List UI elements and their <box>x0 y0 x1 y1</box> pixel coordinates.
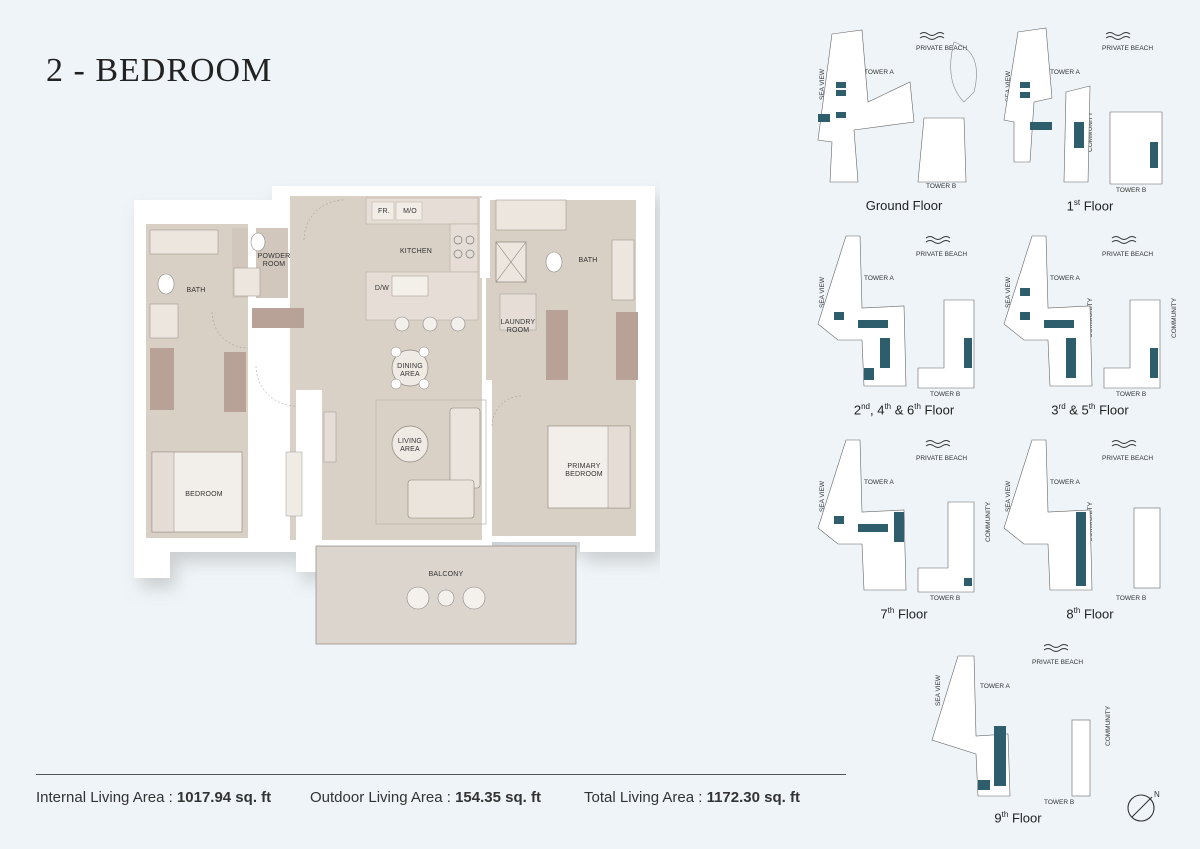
svg-text:TOWER A: TOWER A <box>864 479 895 486</box>
svg-text:PRIVATE BEACH: PRIVATE BEACH <box>1102 455 1153 462</box>
label-laundry-2: ROOM <box>507 327 530 334</box>
floor-plan: BEDROOM BATH POWDER ROOM KITCHEN FR. M/O… <box>134 186 655 645</box>
svg-text:COMMUNITY: COMMUNITY <box>1105 705 1112 746</box>
keyplan-3rd-5th-floor: PRIVATE BEACH TOWER A TOWER B SEA VIEW C… <box>1003 235 1178 398</box>
outdoor-area: Outdoor Living Area : 154.35 sq. ft <box>310 789 541 806</box>
label-bedroom: BEDROOM <box>185 491 223 498</box>
svg-text:TOWER A: TOWER A <box>864 275 895 282</box>
svg-text:PRIVATE BEACH: PRIVATE BEACH <box>916 251 967 258</box>
svg-text:TOWER A: TOWER A <box>1050 275 1081 282</box>
svg-text:TOWER A: TOWER A <box>1050 479 1081 486</box>
keyplan-9th-floor: PRIVATE BEACH TOWER A TOWER B SEA VIEW C… <box>931 644 1112 806</box>
label-dishwasher: D/W <box>375 285 389 292</box>
svg-text:SEA VIEW: SEA VIEW <box>935 674 942 706</box>
caption-1st-floor: 1st Floor <box>1066 198 1114 214</box>
label-dining-1: DINING <box>397 363 423 370</box>
svg-text:TOWER B: TOWER B <box>930 595 960 602</box>
svg-text:SEA VIEW: SEA VIEW <box>1005 70 1012 102</box>
keyplan-7th-floor: PRIVATE BEACH TOWER A TOWER B SEA VIEW C… <box>817 439 992 602</box>
caption-2nd-4th-6th-floor: 2nd, 4th & 6th Floor <box>853 402 955 418</box>
total-area: Total Living Area : 1172.30 sq. ft <box>584 789 800 806</box>
label-balcony: BALCONY <box>429 571 464 578</box>
label-powder-room-1: POWDER <box>258 253 291 260</box>
footer-divider <box>36 774 846 775</box>
sofa <box>449 407 481 489</box>
wave-icon <box>1105 32 1131 40</box>
svg-text:SEA VIEW: SEA VIEW <box>1005 276 1012 308</box>
label-dining-2: AREA <box>400 371 420 378</box>
wardrobe-left <box>150 348 174 410</box>
svg-text:TOWER A: TOWER A <box>980 683 1011 690</box>
wave-icon <box>925 236 951 244</box>
label-laundry-1: LAUNDRY <box>501 319 536 326</box>
label-bath-right: BATH <box>579 257 598 264</box>
keyplan-2nd-4th-6th-floor: PRIVATE BEACH TOWER A TOWER B SEA VIEW <box>817 235 975 398</box>
svg-text:SEA VIEW: SEA VIEW <box>1005 480 1012 512</box>
svg-text:TOWER B: TOWER B <box>1116 595 1146 602</box>
svg-text:TOWER A: TOWER A <box>864 69 895 76</box>
label-primary-1: PRIMARY <box>567 463 600 470</box>
svg-text:PRIVATE BEACH: PRIVATE BEACH <box>1102 45 1153 52</box>
svg-text:PRIVATE BEACH: PRIVATE BEACH <box>916 45 967 52</box>
wave-icon <box>1111 440 1137 448</box>
svg-text:COMMUNITY: COMMUNITY <box>985 501 992 542</box>
wave-icon <box>919 32 945 40</box>
label-microwave-oven: M/O <box>403 208 417 215</box>
svg-text:TOWER B: TOWER B <box>1116 391 1146 398</box>
label-primary-2: BEDROOM <box>565 471 603 478</box>
wave-icon <box>925 440 951 448</box>
label-kitchen: KITCHEN <box>400 248 432 255</box>
compass-icon: N <box>1127 790 1160 822</box>
label-living-2: AREA <box>400 446 420 453</box>
label-powder-room-2: ROOM <box>263 261 286 268</box>
page-title: 2 - BEDROOM <box>46 52 273 89</box>
keyplan-8th-floor: PRIVATE BEACH TOWER A TOWER B SEA VIEW C… <box>1003 439 1161 602</box>
caption-7th-floor: 7th Floor <box>880 606 928 622</box>
svg-text:TOWER A: TOWER A <box>1050 69 1081 76</box>
svg-text:COMMUNITY: COMMUNITY <box>1087 111 1094 152</box>
svg-text:TOWER B: TOWER B <box>926 183 956 190</box>
caption-8th-floor: 8th Floor <box>1066 606 1114 622</box>
label-living-1: LIVING <box>398 438 422 445</box>
living-table <box>391 425 429 463</box>
label-fridge: FR. <box>378 208 390 215</box>
keyplan-1st-floor: PRIVATE BEACH TOWER A TOWER B SEA VIEW C… <box>1003 27 1163 194</box>
svg-text:PRIVATE BEACH: PRIVATE BEACH <box>1032 659 1083 666</box>
svg-text:N: N <box>1154 790 1160 799</box>
svg-text:SEA VIEW: SEA VIEW <box>819 68 826 100</box>
svg-text:TOWER B: TOWER B <box>1044 799 1074 806</box>
label-bath-left: BATH <box>187 287 206 294</box>
dining-table <box>391 349 429 387</box>
svg-text:SEA VIEW: SEA VIEW <box>819 276 826 308</box>
svg-text:COMMUNITY: COMMUNITY <box>1171 297 1178 338</box>
svg-text:TOWER B: TOWER B <box>1116 187 1146 194</box>
svg-text:TOWER B: TOWER B <box>930 391 960 398</box>
wave-icon <box>1111 236 1137 244</box>
svg-text:PRIVATE BEACH: PRIVATE BEACH <box>1102 251 1153 258</box>
caption-3rd-5th-floor: 3rd & 5th Floor <box>1051 402 1129 418</box>
svg-text:PRIVATE BEACH: PRIVATE BEACH <box>916 455 967 462</box>
caption-ground-floor: Ground Floor <box>865 198 943 213</box>
wave-icon <box>1043 644 1069 652</box>
svg-text:SEA VIEW: SEA VIEW <box>819 480 826 512</box>
keyplan-ground-floor: PRIVATE BEACH TOWER A TOWER B SEA VIEW <box>817 29 977 190</box>
caption-9th-floor: 9th Floor <box>994 810 1042 826</box>
internal-area: Internal Living Area : 1017.94 sq. ft <box>36 789 272 806</box>
